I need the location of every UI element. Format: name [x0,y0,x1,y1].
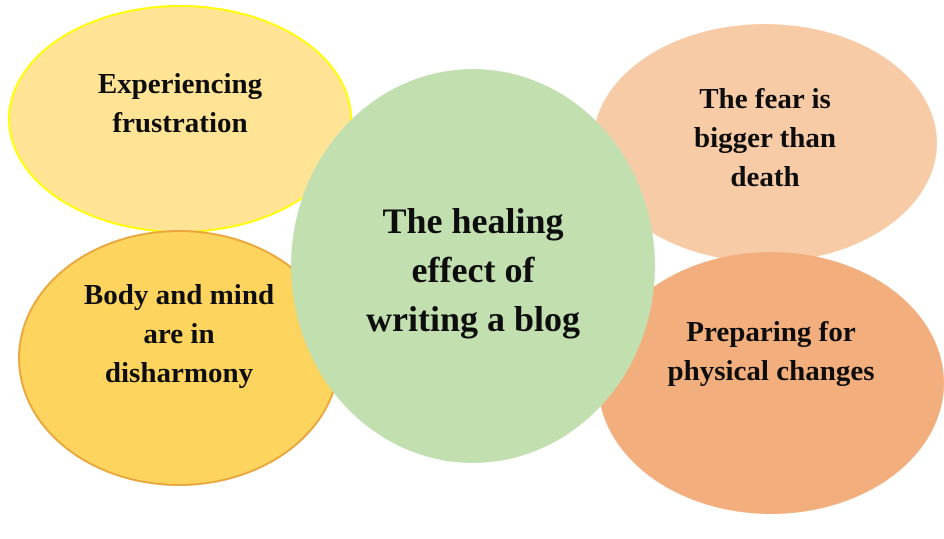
bubble-preparing-physical-changes-label: Preparing for physical changes [598,313,944,391]
label-line: death [730,161,800,193]
label-line: Preparing for [686,316,856,348]
label-line: Experiencing [97,68,263,100]
label-line: are in [143,318,215,350]
label-line: Body and mind [83,279,275,311]
label-line: The healing [382,201,564,241]
label-line: bigger than [693,122,837,154]
bubble-experiencing-frustration-label: Experiencing frustration [10,65,350,143]
bubble-preparing-physical-changes: Preparing for physical changes [598,252,944,514]
bubble-experiencing-frustration: Experiencing frustration [8,5,352,233]
label-line: writing a blog [365,299,580,339]
bubble-fear-bigger-than-death-label: The fear is bigger than death [593,80,937,197]
label-line: effect of [411,250,535,290]
bubble-healing-effect-center: The healing effect of writing a blog [291,69,655,463]
label-line: The fear is [699,83,831,115]
label-line: frustration [112,107,248,139]
label-line: physical changes [667,355,875,387]
bubble-healing-effect-center-label: The healing effect of writing a blog [291,197,655,344]
label-line: disharmony [104,357,254,389]
bubble-body-mind-disharmony-label: Body and mind are in disharmony [20,276,338,393]
